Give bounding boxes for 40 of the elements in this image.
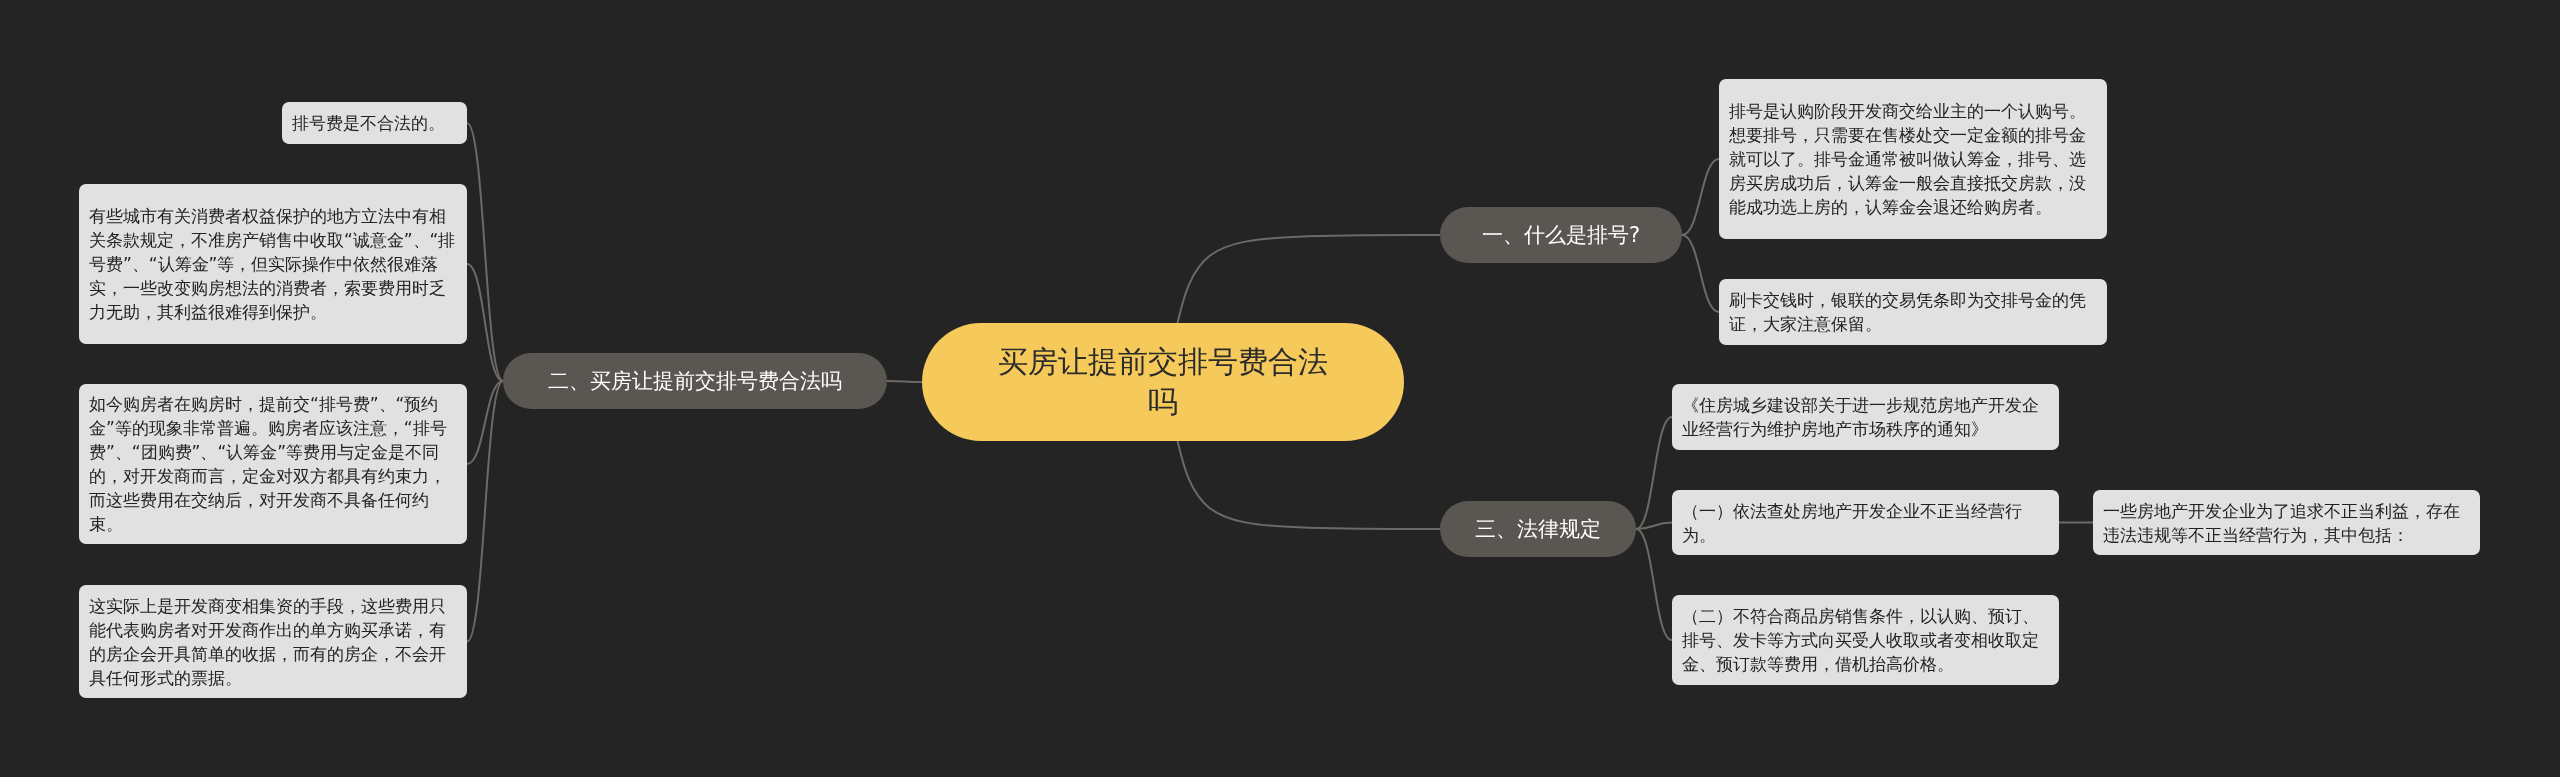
note-card — [1719, 79, 2107, 239]
branch-topic-text: 三、法律规定 — [1475, 516, 1601, 543]
root-topic-text: 买房让提前交排号费合法吗 — [997, 343, 1329, 421]
note-text: 如今购房者在购房时，提前交“排号费”、“预约金”等的现象非常普遍。购房者应该注意，“排号费”、“团购费”、“认筹金”等费用与定金是不同的，对开发商而言，定金对双方都具有约束力，而这些费用在交纳后，对开发商不具备任何约束。 — [89, 393, 448, 536]
note-card — [282, 102, 467, 144]
branch-topic-text: 二、买房让提前交排号费合法吗 — [548, 368, 842, 395]
connector-line — [466, 380, 504, 643]
connector-line — [1635, 416, 1673, 530]
connector-line — [1635, 521, 1673, 530]
note-text: 这实际上是开发商变相集资的手段，这些费用只能代表购房者对开发商作出的单方购买承诺，有的房企会开具简单的收据，而有的房企，不会开具任何形式的票据。 — [89, 594, 447, 690]
branch-topic — [1440, 207, 1682, 263]
note-text: （一）依法查处房地产开发企业不正当经营行为。 — [1682, 499, 2023, 547]
branch-topic — [503, 353, 887, 409]
connector-line — [1681, 234, 1720, 313]
note-card — [1719, 279, 2107, 345]
note-card — [1672, 595, 2059, 685]
connector-line — [1681, 158, 1720, 236]
note-card — [1672, 384, 2059, 450]
note-text: 刷卡交钱时，银联的交易凭条即为交排号金的凭证，大家注意保留。 — [1729, 289, 2087, 336]
connector-line — [466, 380, 504, 465]
connector-line — [1176, 234, 1441, 324]
note-card — [79, 585, 467, 698]
note-text: 《住房城乡建设部关于进一步规范房地产开发企业经营行为维护房地产市场秩序的通知》 — [1682, 394, 2040, 441]
connector-line — [466, 263, 504, 382]
note-text: 有些城市有关消费者权益保护的地方立法中有相关条款规定，不准房产销售中收取“诚意金”、“排号费”、“认筹金”等，但实际操作中依然很难落实，一些改变购房想法的消费者，索要费用时乏力无助，其利益很难得到保护。 — [89, 205, 457, 324]
connector-line — [466, 122, 504, 382]
note-card — [2093, 490, 2480, 555]
note-text: （二）不符合商品房销售条件，以认购、预订、排号、发卡等方式向买受人收取或者变相收取定金、预订款等费用，借机抬高价格。 — [1682, 605, 2040, 676]
connector-line — [1176, 440, 1441, 530]
branch-topic-text: 一、什么是排号? — [1481, 222, 1641, 249]
connector-line — [886, 380, 923, 383]
note-card — [1672, 490, 2059, 555]
note-text: 一些房地产开发企业为了追求不正当利益，存在违法违规等不正当经营行为，其中包括： — [2103, 499, 2461, 547]
note-text: 排号是认购阶段开发商交给业主的一个认购号。想要排号，只需要在售楼处交一定金额的排号金就可以了。排号金通常被叫做认筹金，排号、选房买房成功后，认筹金一般会直接抵交房款，没能成功选上房的，认筹金会退还给购房者。 — [1729, 100, 2087, 219]
connector-line — [2058, 521, 2094, 524]
note-card — [79, 184, 467, 344]
connector-line — [1635, 528, 1673, 641]
note-card — [79, 384, 467, 544]
note-text: 排号费是不合法的。 — [292, 112, 445, 135]
branch-topic — [1440, 501, 1636, 557]
